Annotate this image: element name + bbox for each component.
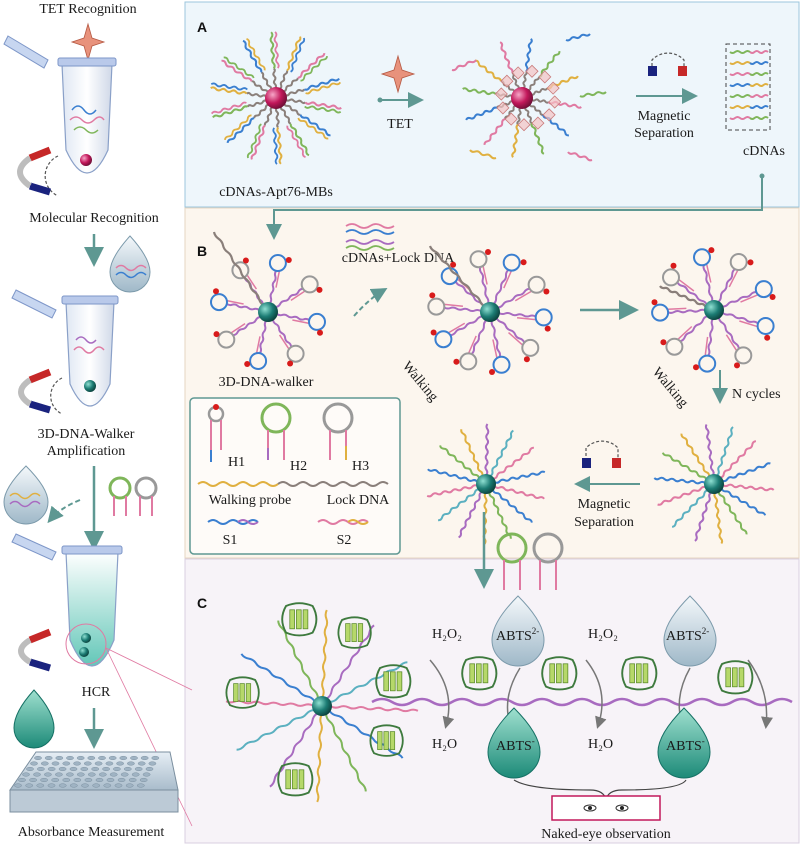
abts-2minus-label-1: ABTS2- bbox=[496, 626, 539, 644]
tet-star-icon bbox=[70, 22, 106, 62]
walker-nanoparticle-5 bbox=[426, 423, 546, 545]
h2o-label-2: H₂O bbox=[588, 737, 613, 752]
mbs-nanoparticle-2 bbox=[451, 33, 607, 162]
sep-b-line2: Separation bbox=[574, 515, 634, 530]
molecular-recognition-label: Molecular Recognition bbox=[29, 211, 158, 226]
zoom-line-1 bbox=[105, 647, 193, 691]
panel-a: cDNAs-Apt76-MBs TET Magnetic Separation … bbox=[210, 31, 785, 240]
sep-b-line1: Magnetic bbox=[578, 497, 631, 512]
walker-amplification-label-1: 3D-DNA-Walker bbox=[38, 427, 135, 442]
cdnas-strands bbox=[729, 50, 769, 120]
panel-b-letter: B bbox=[197, 243, 207, 259]
cdna-droplet-icon bbox=[109, 235, 151, 293]
microplate-icon bbox=[9, 751, 179, 813]
h1-hairpin-icon bbox=[207, 404, 225, 462]
mbs-label: cDNAs-Apt76-MBs bbox=[219, 185, 333, 200]
walker-label: 3D-DNA-walker bbox=[219, 375, 314, 390]
cdnas-box bbox=[725, 43, 771, 131]
abts-minus-label-1: ABTS- bbox=[496, 736, 535, 754]
legend-h3: H3 bbox=[352, 459, 369, 474]
legend-h1: H1 bbox=[228, 455, 245, 470]
lock-dna-label: cDNAs+Lock DNA bbox=[342, 251, 455, 266]
s-droplet-icon bbox=[3, 465, 49, 525]
abts-oxidized-droplet-1 bbox=[487, 707, 541, 779]
abts-2minus-label-2: ABTS2- bbox=[666, 626, 709, 644]
tube-2-icon bbox=[11, 289, 119, 407]
walker-nanoparticle-4 bbox=[653, 423, 775, 545]
h2-h3-hairpins-b-icon bbox=[496, 532, 564, 590]
naked-eye-label: Naked-eye observation bbox=[541, 827, 670, 842]
legend-s2: S2 bbox=[337, 533, 352, 548]
eyes-box bbox=[551, 795, 661, 821]
hcr-walker-nanoparticle bbox=[225, 609, 419, 803]
h3-hairpin-icon bbox=[322, 402, 354, 460]
magnet-a-icon bbox=[648, 52, 687, 76]
panel-c: H₂O₂ H₂O₂ ABTS2- ABTS2- H₂O H₂O ABTS- AB… bbox=[225, 595, 793, 842]
walker-nanoparticle-2 bbox=[427, 245, 553, 375]
hcr-backbone bbox=[371, 697, 793, 707]
panel-c-letter: C bbox=[197, 595, 207, 611]
sep-a-line2: Separation bbox=[634, 126, 694, 141]
panel-a-letter: A bbox=[197, 19, 207, 35]
abts-minus-label-2: ABTS- bbox=[666, 736, 705, 754]
reaction-arrows bbox=[429, 659, 773, 733]
legend-h2: H2 bbox=[290, 459, 307, 474]
tet-recognition-label: TET Recognition bbox=[39, 2, 136, 17]
magnet-1-icon bbox=[17, 146, 59, 197]
left-workflow: TET Recognition Molecular Recognition bbox=[3, 2, 193, 840]
legend-box: H1 H2 H3 Walking probe Lock DNA S1 S2 bbox=[189, 397, 401, 555]
connector-a-to-b bbox=[266, 176, 763, 240]
abts-droplet-2 bbox=[663, 595, 717, 667]
magnet-b-icon bbox=[582, 440, 621, 468]
legend-s1: S1 bbox=[223, 533, 238, 548]
abts-droplet-1 bbox=[491, 595, 545, 667]
tube-3-icon bbox=[11, 533, 123, 667]
absorbance-label: Absorbance Measurement bbox=[18, 825, 165, 840]
sep-a-line1: Magnetic bbox=[638, 109, 691, 124]
h2o2-label-2: H₂O₂ bbox=[588, 627, 618, 642]
walker-amplification-label-2: Amplification bbox=[47, 444, 126, 459]
teal-droplet-icon bbox=[13, 689, 55, 749]
walker-nanoparticle-1 bbox=[210, 231, 326, 370]
panel-a-background bbox=[184, 1, 800, 208]
mbs-nanoparticle-1 bbox=[210, 31, 342, 165]
eyes-icon bbox=[583, 804, 629, 812]
g-quadruplexes bbox=[225, 602, 754, 797]
h2o-label-1: H₂O bbox=[432, 737, 457, 752]
hairpin-h2-h3-small-icon bbox=[108, 476, 158, 516]
legend-walking-probe: Walking probe bbox=[209, 493, 291, 508]
legend-lock-dna: Lock DNA bbox=[327, 493, 390, 508]
cdnas-label: cDNAs bbox=[743, 144, 785, 159]
tet-star-a-icon bbox=[380, 54, 416, 94]
tube-1-icon bbox=[3, 35, 117, 174]
hcr-label: HCR bbox=[82, 685, 111, 700]
release-arrow bbox=[353, 288, 388, 317]
tet-label: TET bbox=[387, 117, 413, 132]
panel-b: 3D-DNA-walker cDNAs+Lock DNA Walking Wal… bbox=[189, 223, 781, 590]
lock-dna-strands bbox=[345, 223, 395, 251]
h2-hairpin-icon bbox=[260, 402, 292, 460]
h2o2-label-1: H₂O₂ bbox=[432, 627, 462, 642]
magnet-3-icon bbox=[18, 628, 52, 672]
magnet-2-icon bbox=[18, 368, 63, 415]
n-cycles-label: N cycles bbox=[732, 387, 781, 402]
walking-probe-icon bbox=[197, 481, 279, 487]
abts-oxidized-droplet-2 bbox=[657, 707, 711, 779]
walker-nanoparticle-3 bbox=[651, 247, 776, 373]
